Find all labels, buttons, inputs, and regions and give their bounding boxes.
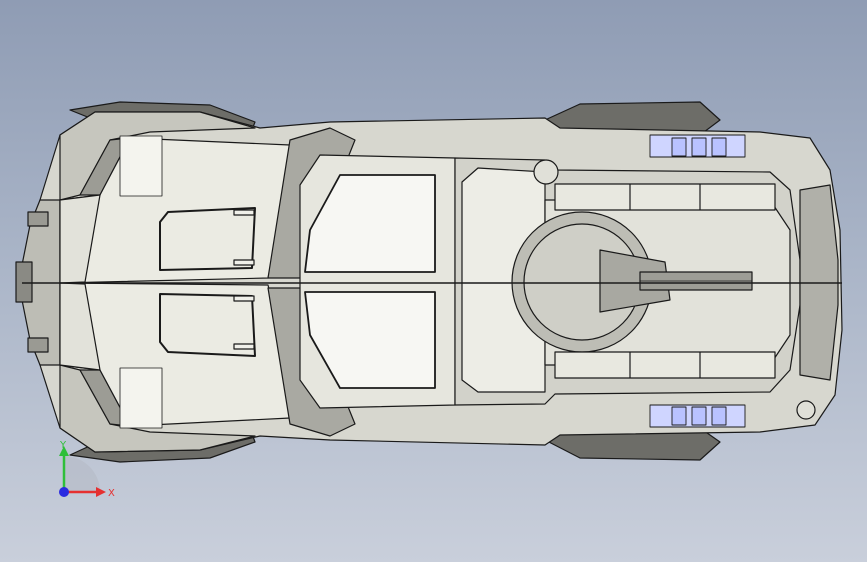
coordinate-triad: Y X	[44, 440, 124, 510]
windshield-left	[304, 174, 436, 273]
hood-hatch-left	[159, 207, 256, 271]
turret-mount	[599, 249, 671, 313]
exhaust-bottom	[649, 404, 746, 428]
z-axis-dot	[59, 487, 69, 497]
exhaust-top	[649, 134, 746, 158]
windshield-right	[304, 291, 436, 389]
hood-hatch-right	[159, 293, 256, 357]
storage-box-top	[554, 183, 776, 211]
storage-box-bottom	[554, 351, 776, 379]
rear-spare-hub	[796, 400, 816, 420]
front-grille	[15, 261, 33, 303]
y-axis-label: Y	[59, 440, 67, 451]
x-axis-label: X	[108, 488, 115, 499]
